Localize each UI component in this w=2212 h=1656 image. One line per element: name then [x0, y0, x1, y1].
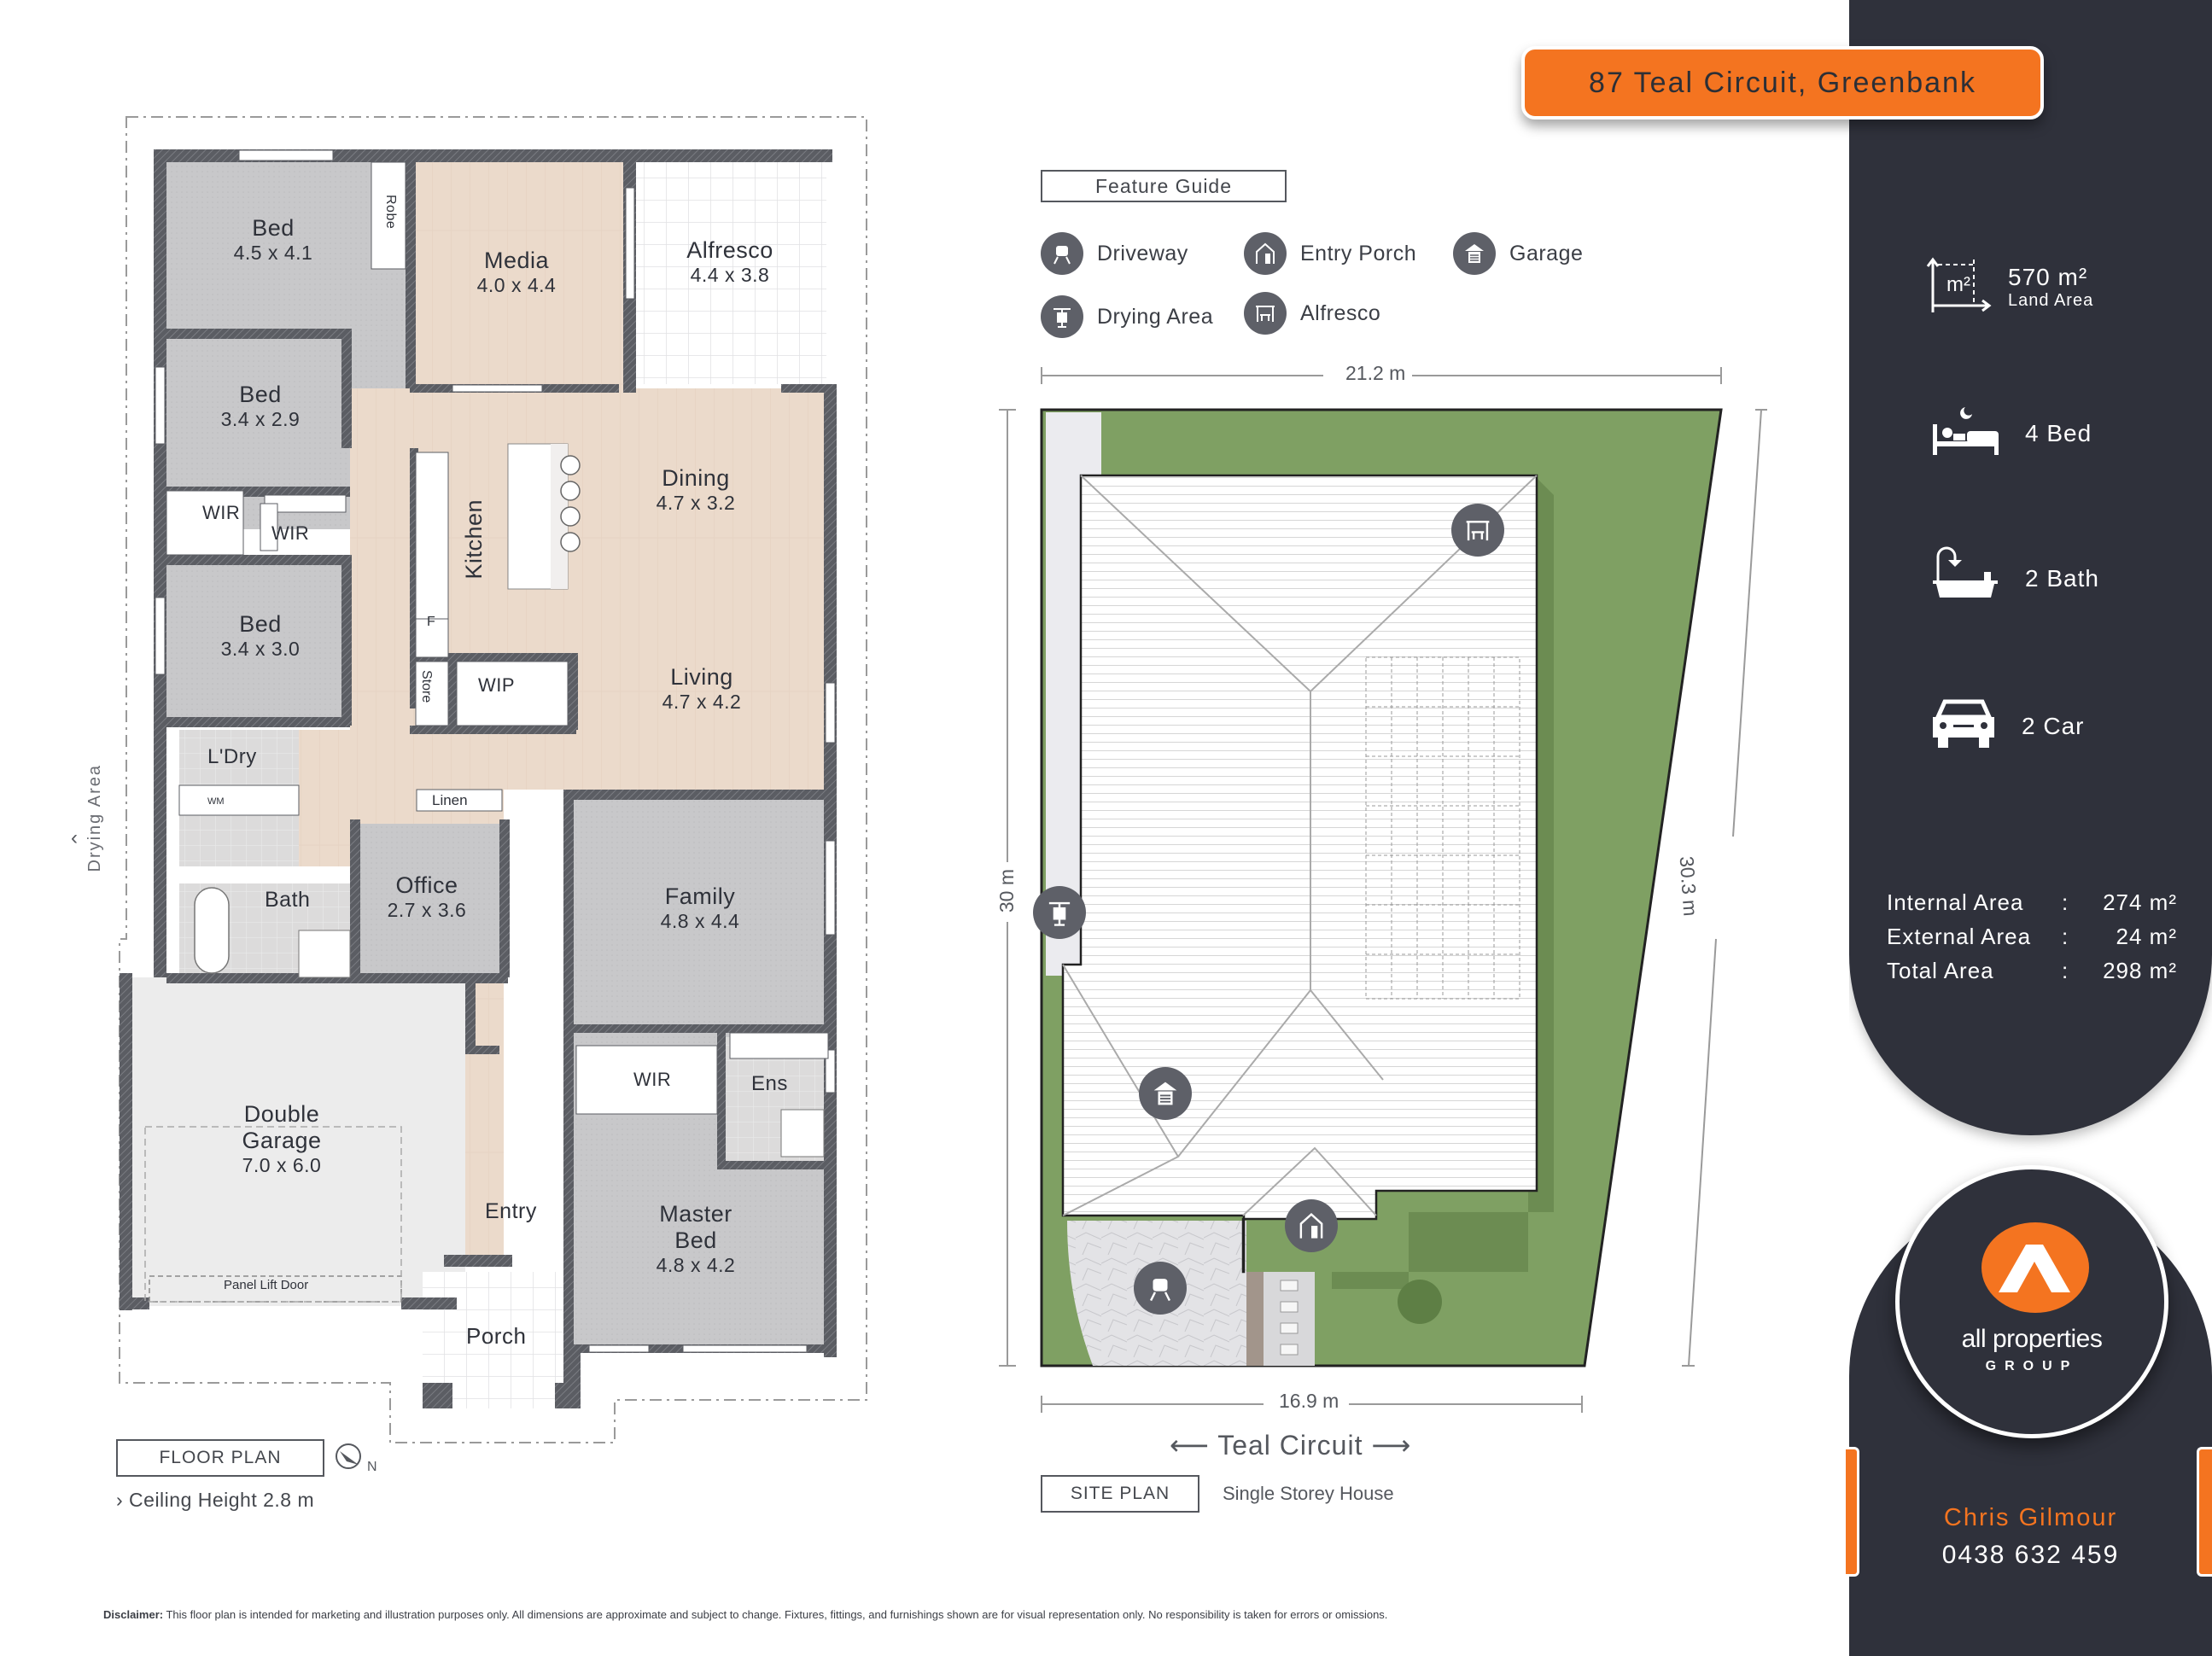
- pergola-table-icon: [1244, 292, 1287, 335]
- bed-count: 4 Bed: [2025, 419, 2092, 446]
- room-laundry: L'Dry: [207, 745, 257, 768]
- room-kitchen: Kitchen: [461, 499, 487, 580]
- left-accent-tab: [1846, 1447, 1859, 1577]
- address-text: 87 Teal Circuit, Greenbank: [1589, 66, 1976, 99]
- arrow-right-icon: ⟶: [1371, 1430, 1412, 1461]
- site-plan-label: SITE PLAN: [1041, 1475, 1199, 1513]
- arrow-left-icon: ⟵: [1170, 1430, 1210, 1461]
- logo-mark-icon: [1981, 1222, 2089, 1313]
- agent-name: Chris Gilmour: [1943, 1504, 2118, 1531]
- logo-wordmark: all properties: [1961, 1325, 2103, 1353]
- north-label: N: [367, 1460, 377, 1474]
- fridge-label: F: [427, 615, 435, 629]
- floor-plan-drawing: [119, 116, 867, 1443]
- room-entry: Entry: [485, 1199, 537, 1223]
- feature-entry-porch: Entry Porch: [1244, 232, 1416, 275]
- car-stat: 2 Car: [1931, 698, 2084, 754]
- car-icon: [1041, 232, 1083, 275]
- property-summary-sidebar: [1849, 0, 2212, 1656]
- disclaimer: Disclaimer: This floor plan is intended …: [103, 1608, 1388, 1621]
- bath-count: 2 Bath: [2025, 564, 2099, 592]
- feature-alfresco: Alfresco: [1244, 292, 1380, 335]
- panel-lift-door-label: Panel Lift Door: [224, 1278, 309, 1292]
- logo-subtitle: GROUP: [1985, 1359, 2079, 1373]
- site-plan-drawing: [999, 367, 1767, 1413]
- site-dim-left: 30 m: [995, 862, 1018, 920]
- feature-guide-title: Feature Guide: [1041, 170, 1287, 202]
- land-area-label: Land Area: [2008, 290, 2094, 310]
- car-icon: [1931, 698, 1996, 754]
- room-wir-1: WIR: [202, 502, 241, 523]
- car-count: 2 Car: [2022, 712, 2085, 739]
- land-area-value: 570 m²: [2008, 263, 2088, 290]
- feature-drying-area: Drying Area: [1041, 295, 1213, 338]
- room-robe: Robe: [383, 195, 398, 230]
- bed-icon: [1931, 405, 1999, 461]
- alfresco-map-icon: [1451, 504, 1504, 557]
- floor-plan-label: FLOOR PLAN: [116, 1439, 324, 1477]
- garage-map-icon: [1139, 1067, 1192, 1120]
- entry-porch-map-icon: [1285, 1199, 1338, 1252]
- site-dim-bottom: 16.9 m: [1272, 1390, 1346, 1413]
- sidebar-top-panel: [1849, 0, 2212, 1135]
- room-wip: WIP: [478, 674, 516, 696]
- agent-phone[interactable]: 0438 632 459: [1941, 1541, 2120, 1569]
- right-accent-tab: [2197, 1447, 2212, 1577]
- bath-icon: [1931, 546, 1999, 610]
- bed-stat: 4 Bed: [1931, 405, 2092, 461]
- site-dim-top: 21.2 m: [1339, 362, 1413, 385]
- north-compass-icon: [335, 1443, 362, 1470]
- room-ensuite: Ens: [751, 1072, 788, 1095]
- driveway-map-icon: [1134, 1262, 1187, 1315]
- chevron-up-icon: ‹: [71, 826, 78, 849]
- washing-machine-label: WM: [207, 796, 225, 807]
- total-area-row: Total Area:298 m²: [1887, 958, 2177, 983]
- drying-area-map-icon: [1033, 886, 1086, 939]
- room-porch: Porch: [466, 1323, 527, 1349]
- feature-garage: Garage: [1453, 232, 1583, 275]
- feature-driveway: Driveway: [1041, 232, 1188, 275]
- land-area-stat: m² 570 m² Land Area: [1921, 256, 2093, 318]
- garage-icon: [1453, 232, 1496, 275]
- clothesline-icon: [1041, 295, 1083, 338]
- external-area-row: External Area:24 m²: [1887, 924, 2177, 949]
- internal-area-row: Internal Area:274 m²: [1887, 889, 2177, 915]
- house-type: Single Storey House: [1223, 1483, 1394, 1504]
- land-area-icon: m²: [1921, 256, 1996, 318]
- room-linen: Linen: [432, 792, 468, 808]
- bath-stat: 2 Bath: [1931, 546, 2099, 610]
- room-wir-3: WIR: [633, 1069, 672, 1090]
- house-door-icon: [1244, 232, 1287, 275]
- room-wir-2: WIR: [271, 522, 310, 544]
- company-logo: all properties GROUP: [1895, 1165, 2168, 1438]
- room-bath: Bath: [265, 888, 311, 912]
- room-store: Store: [419, 670, 434, 703]
- ceiling-height: › Ceiling Height 2.8 m: [116, 1489, 315, 1511]
- street-name: ⟵ Teal Circuit ⟶: [1170, 1430, 1412, 1461]
- address-badge: 87 Teal Circuit, Greenbank: [1521, 46, 2044, 120]
- drying-area-side-label: Drying Area: [85, 764, 104, 872]
